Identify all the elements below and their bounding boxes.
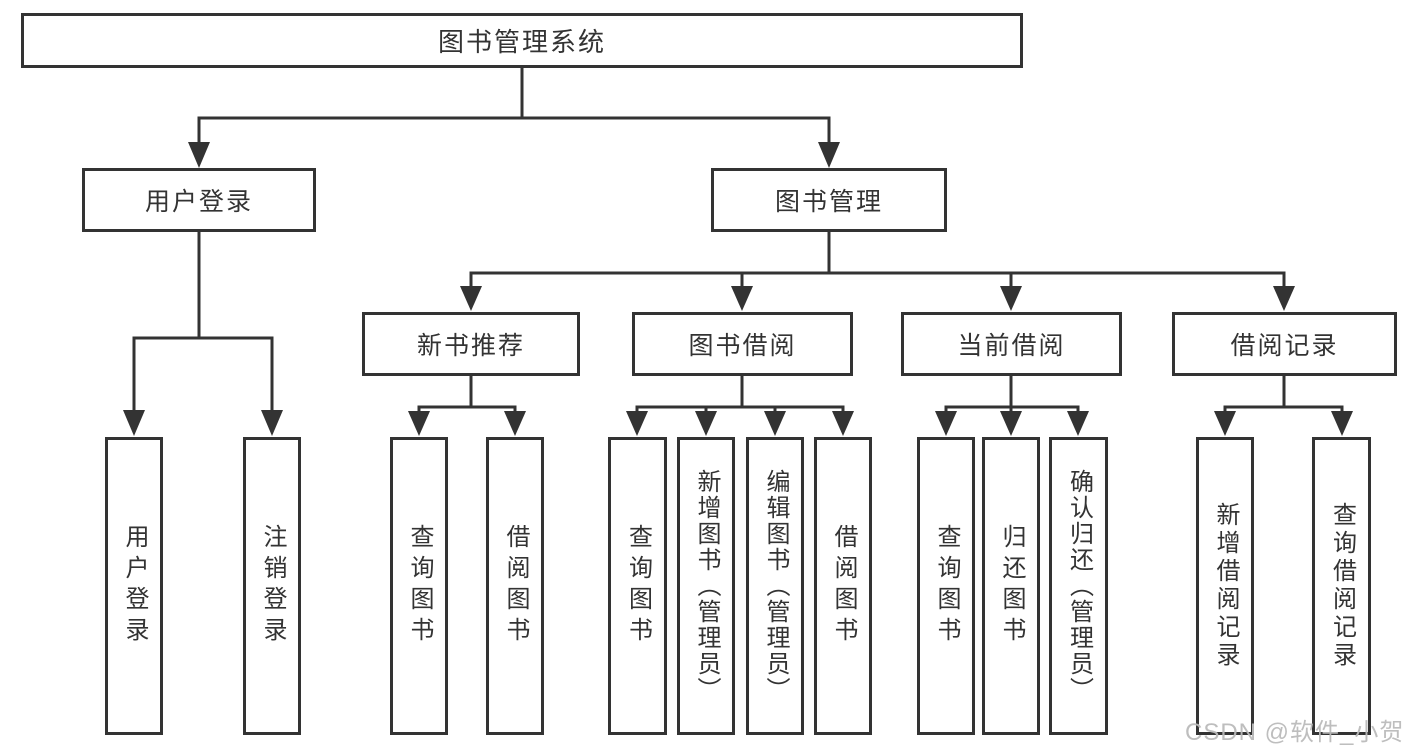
- arrow-to-user-login-leaf: [123, 338, 145, 436]
- leaf-nbr-query-books: 查询图书: [390, 437, 448, 735]
- node-book-borrow: 图书借阅: [632, 312, 853, 376]
- leaf-user-login: 用户登录: [105, 437, 163, 735]
- arrow-cb-return-books: [1000, 407, 1022, 436]
- arrow-nbr-borrow-books: [504, 407, 526, 436]
- leaf-br-query-borrow-record: 查询借阅记录: [1312, 437, 1371, 735]
- arrow-to-book-management: [818, 118, 840, 168]
- node-user-login: 用户登录: [82, 168, 316, 232]
- node-new-book-recommend: 新书推荐: [362, 312, 580, 376]
- arrow-cb-query-books: [935, 407, 957, 436]
- arrow-bb-edit-book: [764, 407, 786, 436]
- leaf-nbr-borrow-books: 借阅图书: [486, 437, 544, 735]
- node-current-borrow: 当前借阅: [901, 312, 1122, 376]
- leaf-bb-edit-book-admin: 编辑图书（管理员）: [746, 437, 804, 735]
- leaf-bb-add-book-admin: 新增图书（管理员）: [677, 437, 735, 735]
- arrow-to-book-borrow: [731, 273, 753, 311]
- leaf-cb-return-books: 归还图书: [982, 437, 1040, 735]
- arrow-nbr-query-books: [408, 407, 430, 436]
- arrow-to-current-borrow: [1000, 273, 1022, 311]
- node-root-library-management-system: 图书管理系统: [21, 13, 1023, 68]
- arrow-to-logout-leaf: [261, 338, 283, 436]
- arrow-cb-confirm-return: [1067, 407, 1089, 436]
- leaf-cb-query-books: 查询图书: [917, 437, 975, 735]
- node-borrow-records: 借阅记录: [1172, 312, 1397, 376]
- leaf-cb-confirm-return-admin: 确认归还（管理员）: [1049, 437, 1108, 735]
- arrow-to-new-book-recommend: [460, 273, 482, 311]
- leaf-bb-query-books: 查询图书: [608, 437, 667, 735]
- leaf-bb-borrow-books: 借阅图书: [814, 437, 872, 735]
- arrow-to-user-login: [188, 118, 210, 168]
- leaf-logout: 注销登录: [243, 437, 301, 735]
- arrow-to-borrow-records: [1273, 273, 1295, 311]
- leaf-br-add-borrow-record: 新增借阅记录: [1196, 437, 1254, 735]
- arrow-bb-query-books: [626, 407, 648, 436]
- arrow-br-query-record: [1331, 407, 1353, 436]
- node-book-management: 图书管理: [711, 168, 947, 232]
- arrow-bb-add-book: [695, 407, 717, 436]
- arrow-bb-borrow-books: [832, 407, 854, 436]
- arrow-br-add-record: [1214, 407, 1236, 436]
